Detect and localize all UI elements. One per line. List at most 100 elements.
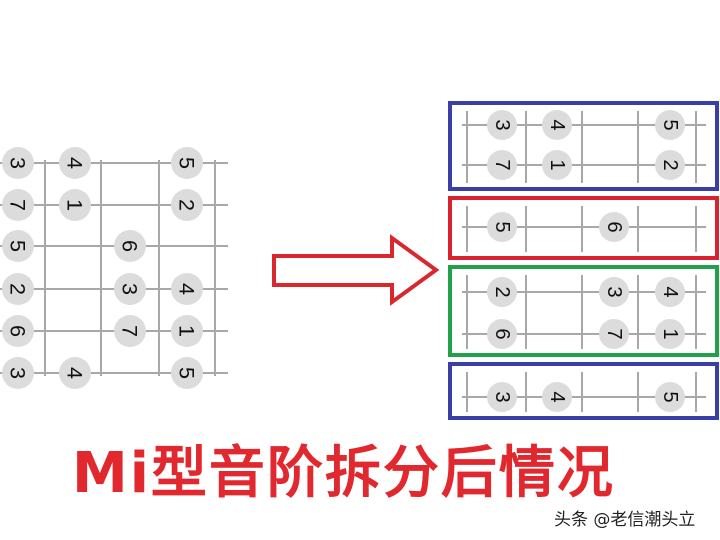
note-marker: 3 — [2, 147, 34, 179]
note-dot — [171, 189, 203, 221]
note-label: 7 — [491, 159, 513, 170]
note-dot — [655, 150, 685, 180]
note-marker: 2 — [655, 150, 685, 180]
note-dot — [487, 150, 517, 180]
note-label: 2 — [659, 159, 681, 170]
diagram-title: Mi型音阶拆分后情况 — [72, 441, 615, 506]
note-marker: 5 — [171, 147, 203, 179]
note-label: 4 — [63, 157, 88, 169]
note-label: 3 — [491, 119, 513, 130]
note-dot — [655, 382, 685, 412]
note-dot — [655, 319, 685, 349]
note-dot — [2, 273, 34, 305]
note-dot — [171, 147, 203, 179]
note-marker: 5 — [655, 110, 685, 140]
watermark: 头条 @老信潮头立 — [554, 510, 696, 530]
note-label: 3 — [118, 283, 143, 295]
group-box — [448, 362, 719, 420]
note-dot — [487, 212, 517, 242]
note-label: 4 — [175, 283, 200, 295]
note-dot — [2, 357, 34, 389]
note-marker: 2 — [487, 277, 517, 307]
note-label: 2 — [175, 199, 200, 211]
note-label: 5 — [659, 119, 681, 130]
note-dot — [487, 277, 517, 307]
note-dot — [487, 319, 517, 349]
note-label: 1 — [175, 325, 200, 337]
note-dot — [59, 189, 91, 221]
note-label: 2 — [491, 286, 513, 297]
note-marker: 6 — [114, 230, 146, 262]
note-label: 5 — [6, 240, 31, 252]
note-dot — [59, 357, 91, 389]
note-label: 5 — [175, 157, 200, 169]
note-dot — [114, 273, 146, 305]
note-label: 1 — [659, 328, 681, 339]
note-label: 6 — [603, 221, 625, 232]
note-marker: 7 — [487, 150, 517, 180]
note-label: 4 — [659, 286, 681, 297]
note-dot — [114, 315, 146, 347]
note-marker: 3 — [114, 273, 146, 305]
note-label: 7 — [6, 199, 31, 211]
note-marker: 5 — [2, 230, 34, 262]
note-label: 4 — [546, 391, 568, 402]
note-marker: 5 — [655, 382, 685, 412]
group-box — [448, 101, 719, 191]
note-marker: 4 — [59, 357, 91, 389]
note-dot — [2, 147, 34, 179]
note-dot — [655, 277, 685, 307]
note-label: 1 — [546, 159, 568, 170]
note-marker: 7 — [114, 315, 146, 347]
note-marker: 1 — [655, 319, 685, 349]
note-dot — [171, 315, 203, 347]
note-label: 6 — [491, 328, 513, 339]
note-marker: 6 — [487, 319, 517, 349]
note-label: 3 — [6, 367, 31, 379]
note-dot — [599, 212, 629, 242]
note-dot — [542, 150, 572, 180]
note-marker: 7 — [599, 319, 629, 349]
note-marker: 4 — [59, 147, 91, 179]
note-dot — [2, 189, 34, 221]
note-label: 4 — [63, 367, 88, 379]
note-marker: 7 — [2, 189, 34, 221]
note-label: 2 — [6, 283, 31, 295]
note-label: 5 — [659, 391, 681, 402]
note-label: 6 — [6, 325, 31, 337]
note-label: 3 — [603, 286, 625, 297]
note-marker: 5 — [171, 357, 203, 389]
note-label: 1 — [63, 199, 88, 211]
note-label: 6 — [118, 240, 143, 252]
note-label: 3 — [6, 157, 31, 169]
note-dot — [599, 277, 629, 307]
note-dot — [59, 147, 91, 179]
note-label: 3 — [491, 391, 513, 402]
group-box — [448, 265, 719, 357]
note-marker: 1 — [171, 315, 203, 347]
note-marker: 6 — [599, 212, 629, 242]
note-dot — [542, 110, 572, 140]
note-marker: 4 — [542, 110, 572, 140]
note-marker: 4 — [655, 277, 685, 307]
note-dot — [599, 319, 629, 349]
note-label: 5 — [175, 367, 200, 379]
note-marker: 2 — [2, 273, 34, 305]
note-dot — [542, 382, 572, 412]
note-dot — [487, 382, 517, 412]
note-marker: 1 — [542, 150, 572, 180]
note-marker: 2 — [171, 189, 203, 221]
note-dot — [171, 273, 203, 305]
note-label: 4 — [546, 119, 568, 130]
note-marker: 4 — [171, 273, 203, 305]
note-dot — [171, 357, 203, 389]
note-label: 7 — [118, 325, 143, 337]
right-arrow-icon — [272, 234, 440, 306]
note-marker: 5 — [487, 212, 517, 242]
note-marker: 3 — [2, 357, 34, 389]
note-label: 7 — [603, 328, 625, 339]
note-marker: 3 — [487, 382, 517, 412]
note-marker: 1 — [59, 189, 91, 221]
